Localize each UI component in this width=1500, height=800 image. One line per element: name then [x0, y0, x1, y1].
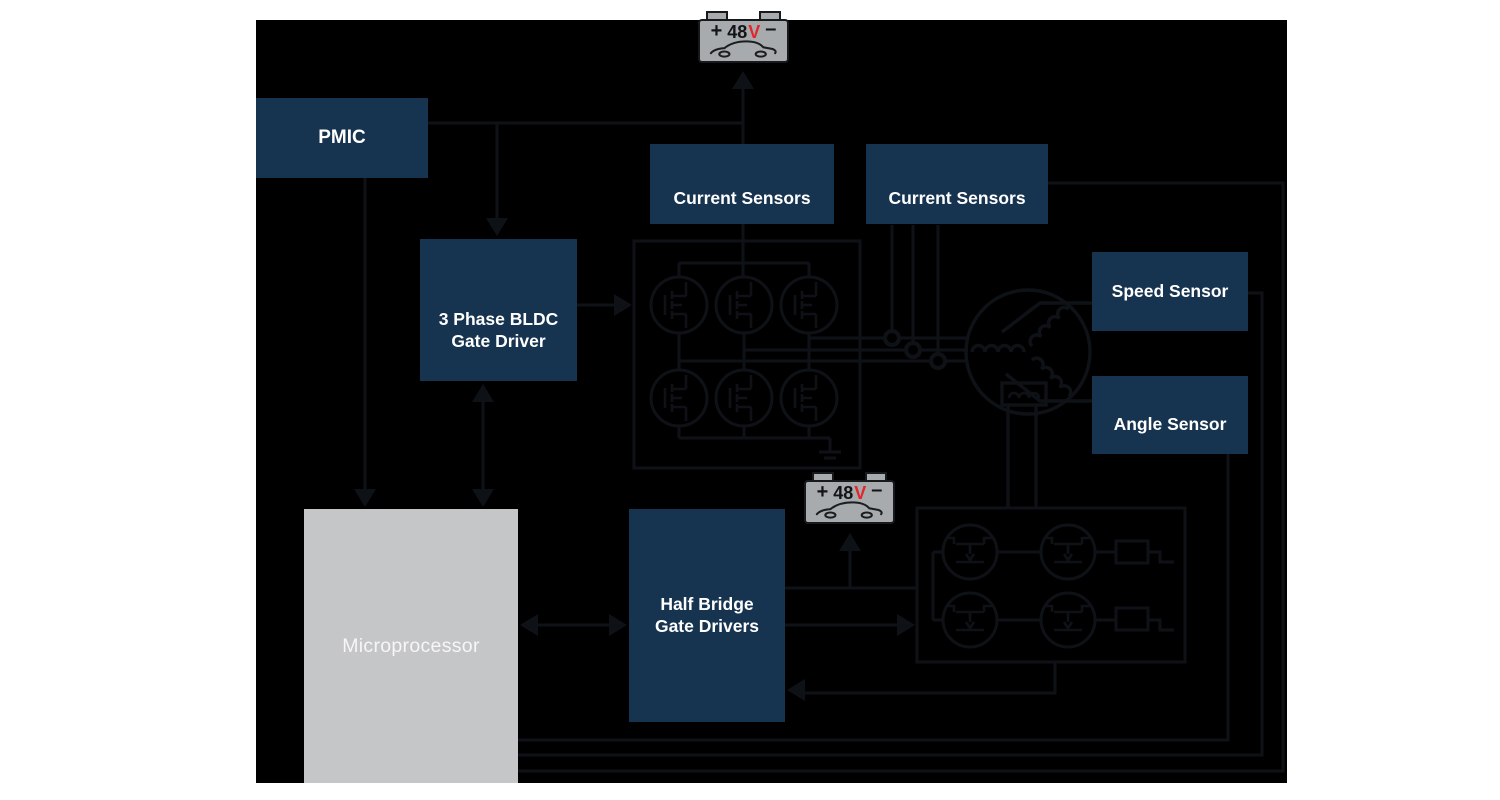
current-sensors-left-block: Current Sensors	[650, 144, 834, 224]
gate-driver-label: 3 Phase BLDC Gate Driver	[438, 309, 559, 352]
angle-sensor-label: Angle Sensor	[1113, 414, 1227, 435]
current-sensors-right-block: Current Sensors	[866, 144, 1048, 224]
battery-minus-sign: –	[765, 18, 777, 40]
car-battery-48v-icon-bottom: + 48 V –	[804, 472, 895, 532]
arrow-up-to-battery2	[839, 533, 861, 551]
pmic-block: PMIC	[256, 98, 428, 178]
microprocessor-label: Microprocessor	[342, 634, 480, 657]
speed-sensor-label: Speed Sensor	[1111, 280, 1229, 301]
battery-voltage: 48	[833, 483, 854, 503]
battery-minus-sign: –	[871, 479, 883, 501]
gate-driver-block: 3 Phase BLDC Gate Driver	[420, 239, 577, 381]
phase-lines	[679, 225, 968, 370]
battery-plus-sign: +	[816, 481, 829, 503]
pmic-label: PMIC	[318, 127, 366, 149]
microprocessor-block: Microprocessor	[304, 509, 518, 783]
battery-voltage-unit: V	[854, 483, 867, 503]
arrow-up-to-battery	[732, 71, 754, 89]
half-bridge-label: Half Bridge Gate Drivers	[654, 593, 760, 636]
feedback-lines	[518, 181, 1285, 773]
battery-plus-sign: +	[710, 20, 723, 42]
battery-voltage: 48	[727, 22, 748, 42]
car-silhouette-icon	[815, 501, 883, 519]
speed-sensor-block: Speed Sensor	[1092, 252, 1248, 331]
four-mosfet-relay-icon	[915, 506, 1187, 664]
arrow-to-bridge	[614, 294, 632, 316]
angle-sensor-block: Angle Sensor	[1092, 376, 1248, 454]
car-battery-48v-icon-top: + 48 V –	[698, 11, 789, 71]
arrow-down-to-gatedriver	[486, 218, 508, 236]
three-phase-motor-icon	[964, 288, 1112, 508]
half-bridge-block: Half Bridge Gate Drivers	[629, 509, 785, 722]
current-sensors-left-label: Current Sensors	[673, 188, 811, 209]
six-mosfet-bridge-icon	[632, 239, 862, 470]
connector-arrows	[354, 71, 1057, 701]
ground-icon	[819, 450, 841, 460]
current-sensors-right-label: Current Sensors	[888, 188, 1026, 209]
car-silhouette-icon	[709, 40, 777, 58]
arrow-down-to-micro	[354, 489, 376, 507]
battery-voltage-unit: V	[748, 22, 761, 42]
